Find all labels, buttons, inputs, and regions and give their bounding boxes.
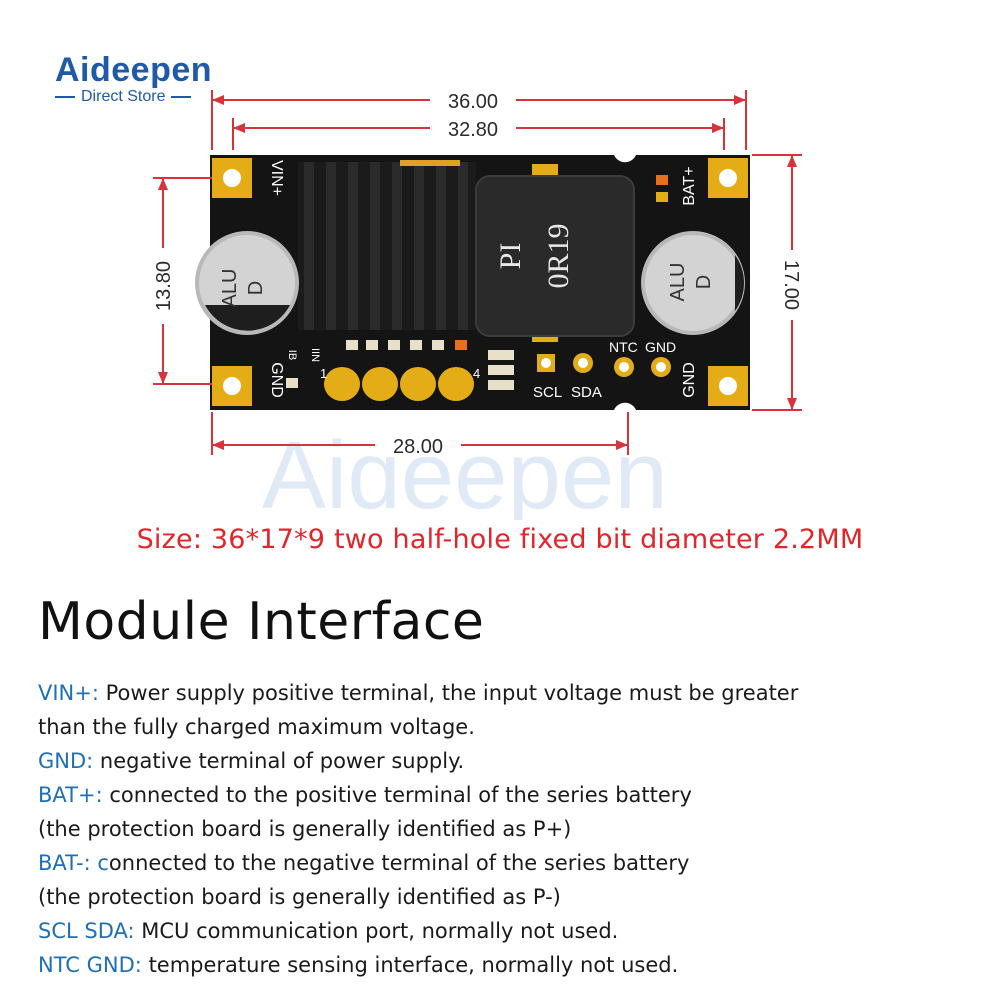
label-gnd-left: GND [268,362,285,398]
cap-right-brand: ALU [667,263,689,302]
logo-wordmark: Aideepen [55,51,213,89]
term-gnd: GND: [38,749,94,773]
cap-left-letter: D [245,281,267,295]
label-vin-plus: VIN+ [268,160,285,196]
cap-right-letter: D [693,275,715,289]
label-pin-4: 4 [473,366,480,381]
label-ntc: NTC [609,339,638,355]
logo-tagline: Direct Store [81,88,166,105]
interface-ntc-gnd: NTC GND: temperature sensing interface, … [38,948,978,982]
interface-vin-cont: than the fully charged maximum voltage. [38,710,978,744]
watermark-brand: Aideepen [262,422,668,520]
label-pin-1: 1 [320,366,327,381]
label-gnd-pad: GND [645,339,676,355]
product-figure: Aideepen PI 0R19 [151,88,804,520]
desc-gnd-1: negative terminal of power supply. [99,749,465,773]
interface-scl-sda: SCL SDA: MCU communication port, normall… [38,914,978,948]
logo-rule-left [55,96,75,98]
dim-length-total: 36.00 [448,91,498,113]
interface-bat-plus-cont: (the protection board is generally ident… [38,812,978,846]
pad-gnd-left [212,366,252,406]
header-holes [537,353,671,377]
logo-rule-right [171,96,192,98]
pcb-board: PI 0R19 ALU D ALU D [195,155,750,410]
desc-scl-sda-1: MCU communication port, normally not use… [141,919,619,943]
inductor-label-1: PI [494,243,527,270]
label-gnd-right: GND [681,362,698,398]
term-bat-plus: BAT+: [38,783,103,807]
desc-bat-minus-2: (the protection board is generally ident… [38,885,561,909]
interface-bat-minus-cont: (the protection board is generally ident… [38,880,978,914]
size-caption: Size: 36*17*9 two half-hole fixed bit di… [136,524,864,555]
dim-length-inner: 32.80 [448,119,498,141]
dim-height-left: 13.80 [153,261,175,311]
desc-bat-plus-2: (the protection board is generally ident… [38,817,572,841]
page-title: Module Interface [38,592,485,652]
label-iin: IIN [309,348,321,362]
pad-bat-plus [708,158,748,198]
cap-left-brand: ALU [219,269,241,308]
gold-pads [324,367,474,401]
label-sda: SDA [571,384,602,401]
interface-bat-plus: BAT+: connected to the positive terminal… [38,778,978,812]
term-scl-sda: SCL SDA: [38,919,135,943]
dimension-labels: 36.00 32.80 13.80 17.00 28.00 [151,88,804,458]
desc-vin-2: than the fully charged maximum voltage. [38,715,475,739]
smd-components [286,175,668,390]
term-ntc-gnd: NTC GND: [38,953,142,977]
label-scl: SCL [533,384,562,401]
desc-vin-1: Power supply positive terminal, the inpu… [105,681,799,705]
inductor: PI 0R19 [475,164,635,342]
heatsink [298,160,476,330]
term-bat-minus: BAT-: c [38,851,109,875]
brand-logo: Aideepen Direct Store [55,52,285,112]
dim-length-bottom: 28.00 [393,436,443,458]
capacitor-left: ALU D [195,231,299,335]
term-vin: VIN+: [38,681,99,705]
logo-tagline-row: Direct Store [55,88,285,106]
watermark: Aideepen [262,422,668,520]
label-bat-plus: BAT+ [681,166,698,205]
capacitor-right: ALU D [641,231,745,335]
label-ib: IB [286,350,298,360]
interface-gnd: GND: negative terminal of power supply. [38,744,978,778]
interface-vin: VIN+: Power supply positive terminal, th… [38,676,978,710]
interface-list: VIN+: Power supply positive terminal, th… [38,676,978,982]
pad-gnd-right [708,366,748,406]
inductor-label-2: 0R19 [542,223,575,288]
desc-bat-plus-1: connected to the positive terminal of th… [109,783,692,807]
pad-vin-plus [212,158,252,198]
dim-height-right: 17.00 [780,260,802,310]
desc-ntc-gnd-1: temperature sensing interface, normally … [148,953,679,977]
desc-bat-minus-1: onnected to the negative terminal of the… [108,851,690,875]
interface-bat-minus: BAT-: connected to the negative terminal… [38,846,978,880]
